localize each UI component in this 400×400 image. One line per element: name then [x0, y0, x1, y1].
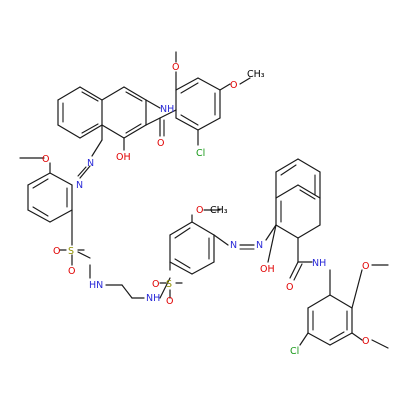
atom-n-azo-bot2: N [256, 240, 263, 251]
atom-hn-top: HN [89, 280, 103, 291]
bottom-aniline-ring [299, 264, 389, 349]
atom-cl-bottom: Cl [290, 346, 299, 357]
atom-ch3-mid: CH₃ [210, 205, 228, 216]
top-aniline-ring [175, 51, 251, 146]
atom-o-carbonyl-bottom: O [286, 282, 293, 293]
atom-n-azo-bot1: N [230, 240, 237, 251]
atom-nh-amide-top: NH [160, 104, 174, 115]
atom-n-azo-top2: N [76, 180, 83, 191]
bottom-naphthalene [267, 158, 321, 281]
atom-o-s-top1: O [53, 246, 60, 257]
top-naphthalene [57, 86, 177, 151]
bottom-azo-link [239, 224, 277, 250]
atom-n-azo-top1: N [87, 158, 94, 169]
atom-s-bottom: S [166, 279, 172, 290]
top-azo-link [77, 139, 103, 179]
atom-nh-bottom-link: NH [146, 293, 160, 304]
left-benzene-ring [19, 157, 73, 246]
atom-oh-bottom: OH [260, 264, 275, 275]
atom-ch3-top2: CH₃ [247, 69, 265, 80]
atom-o-methoxy-top2: O [230, 80, 237, 91]
top-sulfonyl-group [59, 249, 91, 279]
ethylene-linker [105, 284, 145, 299]
atom-o-methoxy-top1: O [172, 62, 179, 73]
atom-o-s-top2: O [68, 266, 75, 277]
middle-benzene-ring [169, 209, 229, 275]
atom-o-methoxy-left: O [42, 154, 49, 165]
atom-o-methoxy-bot1: O [362, 261, 369, 272]
bottom-sulfonyl-group [159, 261, 183, 299]
atom-cl-top: Cl [196, 148, 205, 159]
atom-o-methoxy-bot2: O [362, 336, 369, 347]
atom-nh-amide-bottom: NH [312, 258, 326, 269]
atom-o-s-bot2: O [166, 296, 173, 307]
atom-s-top: S [68, 246, 74, 257]
atom-oh-top: OH [116, 152, 131, 163]
atom-o-carbonyl-top: O [157, 138, 164, 149]
atom-o-methoxy-mid: O [196, 205, 203, 216]
atom-o-s-bot1: O [152, 279, 159, 290]
